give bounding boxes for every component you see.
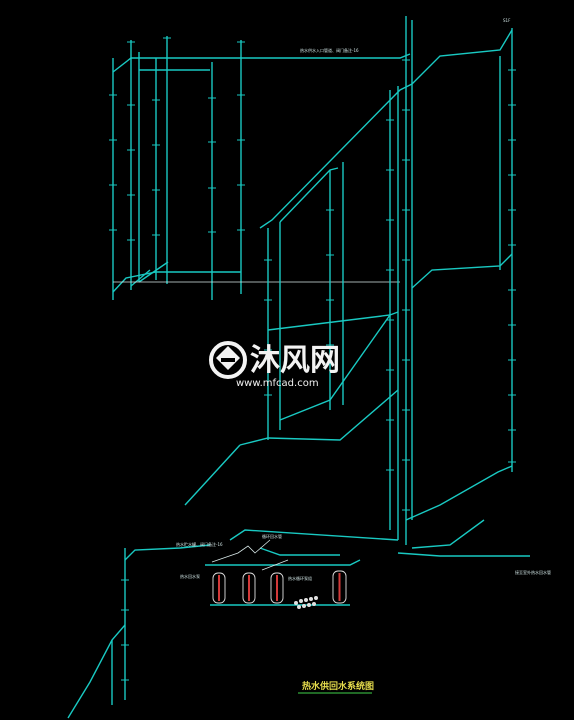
pump-cluster [294, 596, 318, 609]
middle-diagonal-mains [184, 16, 413, 545]
right-note: 接至室外热水回水管 [515, 569, 551, 575]
top-label-b: S1F [503, 18, 511, 23]
tank-label-c: 热水回水泵 [180, 573, 200, 579]
mfcad-logo-icon [209, 341, 247, 379]
equipment-room [205, 539, 361, 609]
drawing-title: 热水供回水系统图 [302, 680, 374, 692]
left-riser-group [109, 36, 411, 300]
right-riser-group [397, 28, 530, 557]
top-label-a: 热水供水入口管道、阀门备注-16 [300, 47, 359, 53]
drawing-title-block: 热水供回水系统图 [298, 680, 374, 694]
water-tank-4 [332, 570, 347, 604]
water-tank-2 [242, 572, 256, 604]
tank-label-a: 热水贮水罐、阀门备注-16 [176, 541, 223, 547]
tank-label-b: 循环回水管 [262, 533, 282, 539]
tank-label-d: 热水循环泵组 [288, 575, 312, 581]
water-tank-1 [212, 572, 226, 604]
watermark: 沐风网 www.mfcad.com [209, 341, 340, 389]
water-tank-3 [270, 572, 284, 604]
annotation-labels: 热水供水入口管道、阀门备注-16 S1F 接至室外热水回水管 热水贮水罐、阀门备… [176, 18, 551, 581]
watermark-url: www.mfcad.com [236, 378, 319, 389]
bottom-left-riser [67, 544, 211, 719]
watermark-brand: 沐风网 [250, 343, 340, 378]
